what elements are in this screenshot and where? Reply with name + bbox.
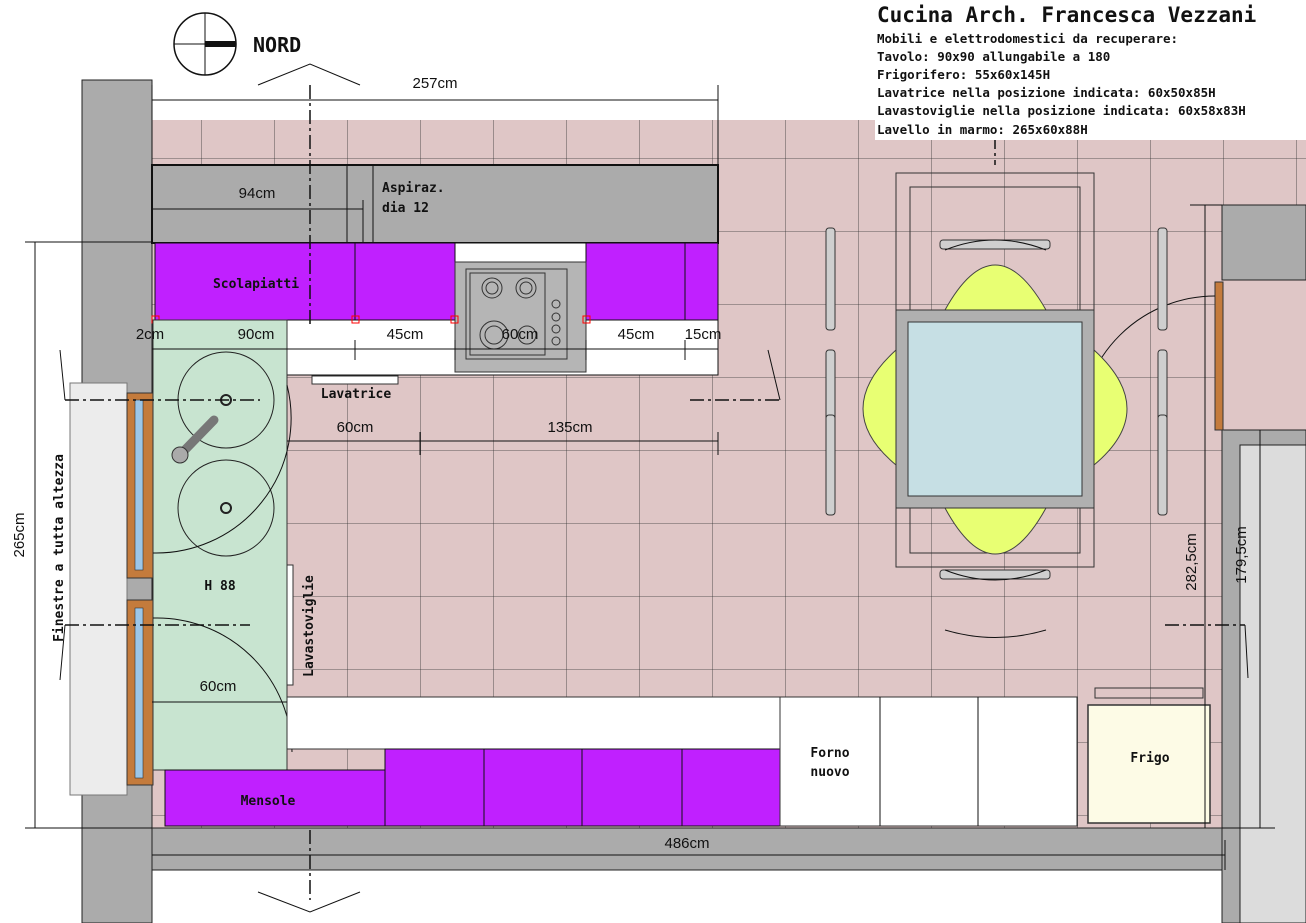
dim-hood-offset: 94cm [239, 185, 276, 202]
note-line: Tavolo: 90x90 allungabile a 180 [877, 49, 1110, 64]
dim-60b: 60cm [337, 419, 374, 436]
note-line: Lavello in marmo: 265x60x88H [877, 122, 1088, 137]
dim-60c: 60cm [200, 678, 237, 695]
dining-table [825, 172, 1168, 638]
note-line: Frigorifero: 55x60x145H [877, 67, 1050, 82]
dishwasher-label: Lavastoviglie [302, 575, 317, 677]
dim-2: 2cm [136, 326, 164, 343]
dim-right-height-b: 179,5cm [1233, 526, 1250, 584]
title-block: Cucina Arch. Francesca Vezzani Mobili e … [875, 0, 1306, 140]
north-label: NORD [253, 33, 301, 57]
dim-15: 15cm [685, 326, 722, 343]
oven-label: Forno [810, 746, 849, 761]
windows-label: Finestre a tutta altezza [52, 454, 67, 642]
dim-135: 135cm [547, 419, 592, 436]
dimension-lines [25, 85, 1275, 870]
dim-right-height-a: 282,5cm [1183, 533, 1200, 591]
shelves [164, 769, 386, 827]
oven-new-label: nuovo [810, 765, 849, 780]
bottom-counter [286, 696, 781, 750]
cooktop[interactable] [454, 261, 587, 373]
dim-top-width: 257cm [412, 75, 457, 92]
washer [311, 375, 399, 385]
hood-wall-cabinet [151, 164, 719, 244]
shelves-label: Mensole [241, 794, 296, 809]
drawing-title: Cucina Arch. Francesca Vezzani [877, 3, 1256, 27]
note-line: Lavatrice nella posizione indicata: 60x5… [877, 85, 1216, 100]
dim-90: 90cm [238, 326, 275, 343]
north-compass-icon [173, 12, 237, 76]
dim-45b: 45cm [618, 326, 655, 343]
hood-label: Aspiraz. [382, 181, 445, 196]
dim-bottom-width: 486cm [664, 835, 709, 852]
washer-label: Lavatrice [321, 387, 392, 402]
hood-diameter-label: dia 12 [382, 201, 429, 216]
oven-units [779, 696, 1078, 827]
window-sill [69, 382, 128, 796]
dim-60a: 60cm [502, 326, 539, 343]
dim-45a: 45cm [387, 326, 424, 343]
top-cabinets [154, 242, 719, 321]
note-line: Mobili e elettrodomestici da recuperare: [877, 31, 1178, 46]
note-line: Lavastoviglie nella posizione indicata: … [877, 103, 1246, 118]
dim-left-height: 265cm [11, 512, 28, 557]
fridge [1087, 704, 1211, 824]
walls [81, 79, 1306, 923]
door-right[interactable] [1214, 281, 1224, 431]
dishwasher [286, 564, 294, 686]
sink-height-label: H 88 [204, 579, 235, 594]
marble-sink [152, 319, 288, 771]
fridge-label: Frigo [1130, 751, 1169, 766]
drainer-label: Scolapiatti [213, 277, 299, 292]
